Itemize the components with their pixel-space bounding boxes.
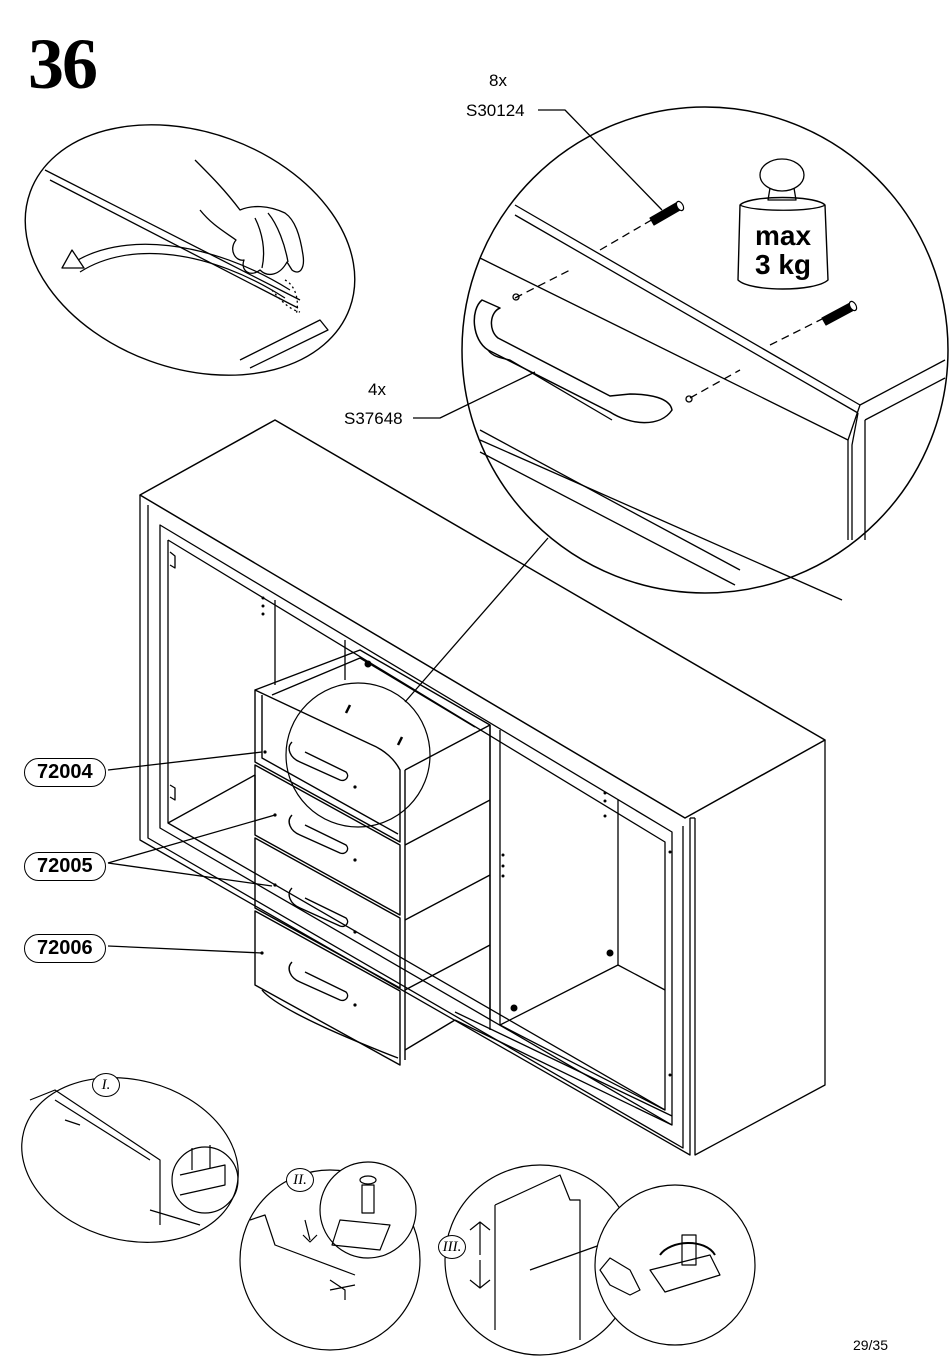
weight-limit-line1: max — [754, 220, 812, 251]
part-label-72005: 72005 — [24, 852, 106, 881]
handle-code: S37648 — [344, 409, 403, 428]
weight-limit-label: max 3 kg — [738, 220, 828, 280]
detail-two — [239, 1161, 421, 1351]
screw-quantity: 8x — [489, 71, 507, 90]
page-number: 29/35 — [852, 1337, 888, 1353]
drawers — [254, 649, 491, 1066]
handle-zoom-detail — [461, 106, 949, 601]
handle-quantity: 4x — [368, 380, 386, 399]
detail-step-three: III. — [438, 1235, 466, 1259]
detail-three — [444, 1164, 756, 1356]
weight-limit-line2: 3 kg — [754, 248, 812, 280]
part-label-72004: 72004 — [24, 758, 106, 787]
screw-code: S30124 — [466, 101, 525, 120]
peel-film-detail — [24, 124, 356, 376]
detail-step-one: I. — [92, 1073, 120, 1097]
step-number: 36 — [28, 24, 98, 104]
detail-one — [21, 1077, 239, 1243]
cabinet — [139, 419, 826, 1156]
part-label-72006: 72006 — [24, 934, 106, 963]
detail-step-two: II. — [286, 1168, 314, 1192]
